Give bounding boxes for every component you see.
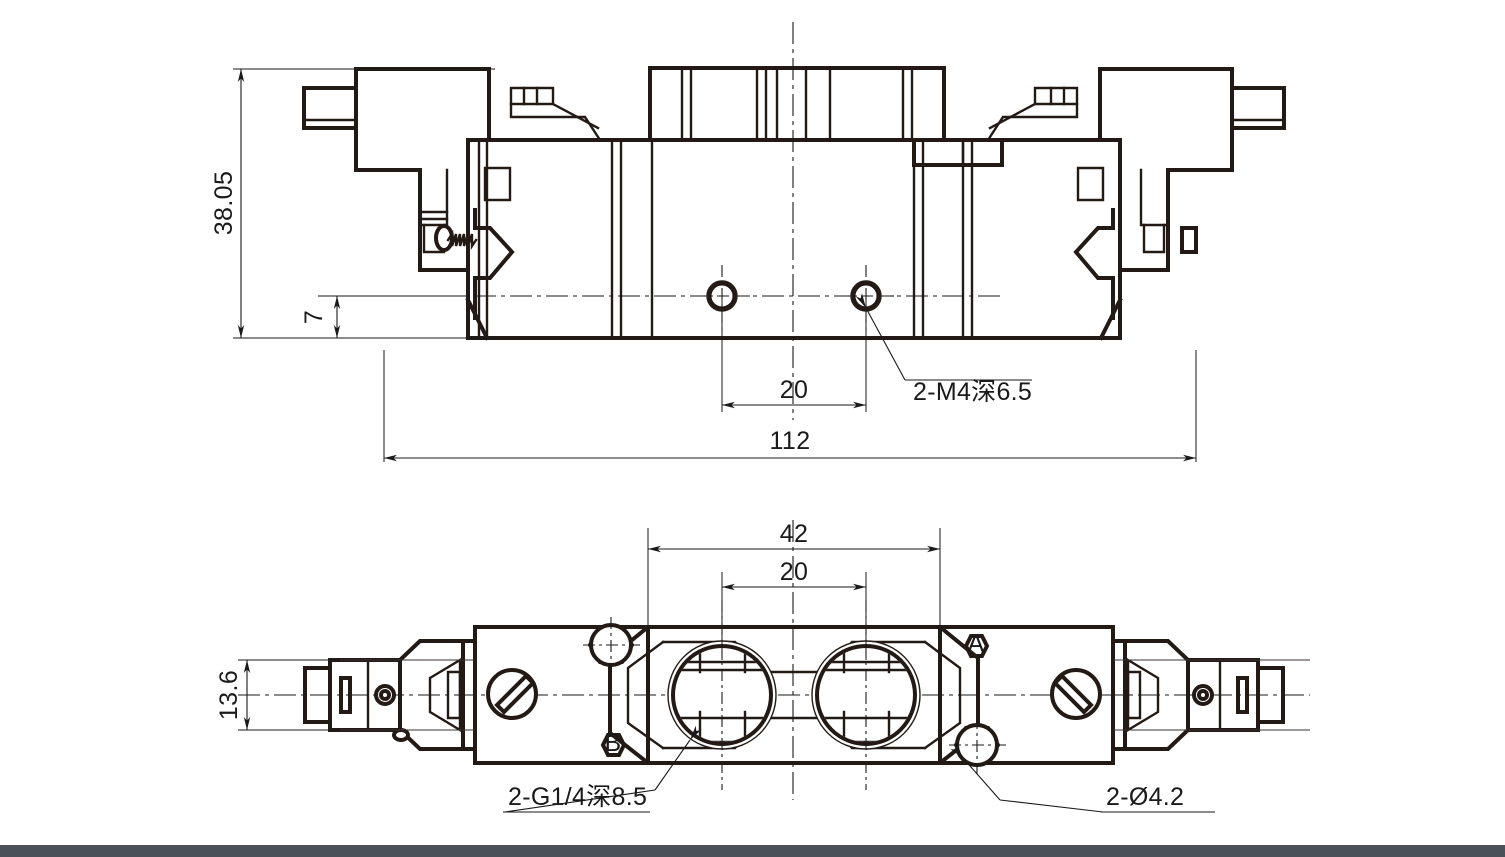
footer-bar <box>0 845 1505 857</box>
note-ports: 2-G1/4深8.5 <box>503 725 702 813</box>
dimension-base-height: 7 <box>300 295 468 338</box>
right-ramp-diagonal <box>988 102 1037 130</box>
left-coil-keyway <box>339 676 352 714</box>
right-override-slot <box>1052 673 1094 715</box>
dim-label-port-spacing: 20 <box>780 558 809 586</box>
leader-diagonal-mount-holes <box>999 799 1104 813</box>
right-coil-boss-inner <box>1197 689 1209 701</box>
manifold-inner-left-face <box>626 640 665 750</box>
left-chevron-detail <box>473 208 515 320</box>
left-marker-hex <box>600 733 627 757</box>
top-manifold-boss <box>648 66 946 142</box>
right-shoulder-step <box>912 138 1004 167</box>
left-pilot-port-block <box>483 166 512 202</box>
front-view-group: 38.05 7 20 112 2-M4深6.5 <box>210 22 1286 462</box>
bottom-view-left-endblock: B <box>461 617 650 765</box>
right-connector-body <box>1230 86 1286 130</box>
bottom-view-right-endblock: A <box>938 625 1127 774</box>
dim-label-mount-hole-span: 42 <box>780 520 809 548</box>
bottom-view-manifold <box>608 600 980 790</box>
bottom-view-right-solenoid <box>1050 639 1310 751</box>
right-chevron-detail <box>1073 208 1115 320</box>
left-coil-boss-inner <box>379 689 391 701</box>
right-endblock-outline <box>938 625 1115 765</box>
dimension-hole-spacing-front: 20 <box>721 300 867 412</box>
left-terminal-ramp <box>509 102 602 142</box>
dim-label-base-height: 7 <box>300 310 328 324</box>
right-terminal-ramp <box>986 102 1079 142</box>
left-coil-detail-block <box>418 168 449 227</box>
note-mount-holes: 2-Ø4.2 <box>950 744 1215 813</box>
bottom-view-group: B A <box>215 520 1310 813</box>
right-override-cap <box>1142 223 1166 254</box>
right-marker-hex <box>963 634 990 658</box>
dimension-port-spacing: 20 <box>721 558 867 660</box>
right-marker-letter: A <box>968 630 985 658</box>
leader-line-ports <box>654 725 702 791</box>
right-pilot-slot <box>1126 670 1142 720</box>
left-override-slot <box>494 673 536 715</box>
dim-label-overall-height: 38.05 <box>210 171 238 236</box>
bottom-view-left-solenoid <box>238 639 538 751</box>
dim-label-body-width: 13.6 <box>215 670 243 720</box>
right-lower-bevel <box>1098 297 1123 341</box>
right-pilot-plan-outline <box>1111 639 1190 751</box>
left-connector-body <box>302 86 358 130</box>
right-coil-detail-block <box>1139 168 1170 227</box>
manifold-inner-right-face <box>923 640 962 750</box>
note-label-ports: 2-G1/4深8.5 <box>508 783 647 811</box>
note-label-tapped-holes: 2-M4深6.5 <box>913 378 1032 406</box>
left-endblock-flange <box>461 625 477 765</box>
left-marker-letter: B <box>605 729 622 757</box>
note-tapped-holes: 2-M4深6.5 <box>855 293 1032 406</box>
dim-label-hole-spacing-front: 20 <box>780 376 809 404</box>
left-ramp-diagonal <box>551 102 600 130</box>
dimension-body-width: 13.6 <box>215 659 340 731</box>
dim-label-overall-length: 112 <box>769 427 810 455</box>
left-spring-symbol <box>446 230 478 250</box>
right-coil-keyway <box>1236 676 1249 714</box>
right-solenoid-assembly <box>986 67 1286 341</box>
right-endblock-flange <box>1111 625 1127 765</box>
right-coil-top-outline <box>1098 67 1234 142</box>
dimension-overall-length: 112 <box>383 350 1197 462</box>
left-coil-lug <box>392 728 410 742</box>
left-endblock-outline <box>473 625 650 765</box>
right-connector-plan <box>1256 666 1285 724</box>
leader-line-tapped-holes <box>855 293 906 381</box>
note-label-mount-holes: 2-Ø4.2 <box>1106 783 1184 811</box>
right-pilot-port-block <box>1076 166 1105 202</box>
right-keyway-detail <box>1180 226 1198 254</box>
leader-line-mount-holes <box>950 744 1001 801</box>
dimension-mount-hole-span: 42 <box>647 520 941 640</box>
left-pilot-plan-outline <box>398 639 477 751</box>
dimension-overall-height: 38.05 <box>210 68 495 339</box>
leader-diagonal-ports <box>504 789 656 813</box>
left-connector-plan <box>303 666 332 724</box>
left-lower-bevel <box>465 297 490 341</box>
left-pilot-slot <box>446 670 462 720</box>
